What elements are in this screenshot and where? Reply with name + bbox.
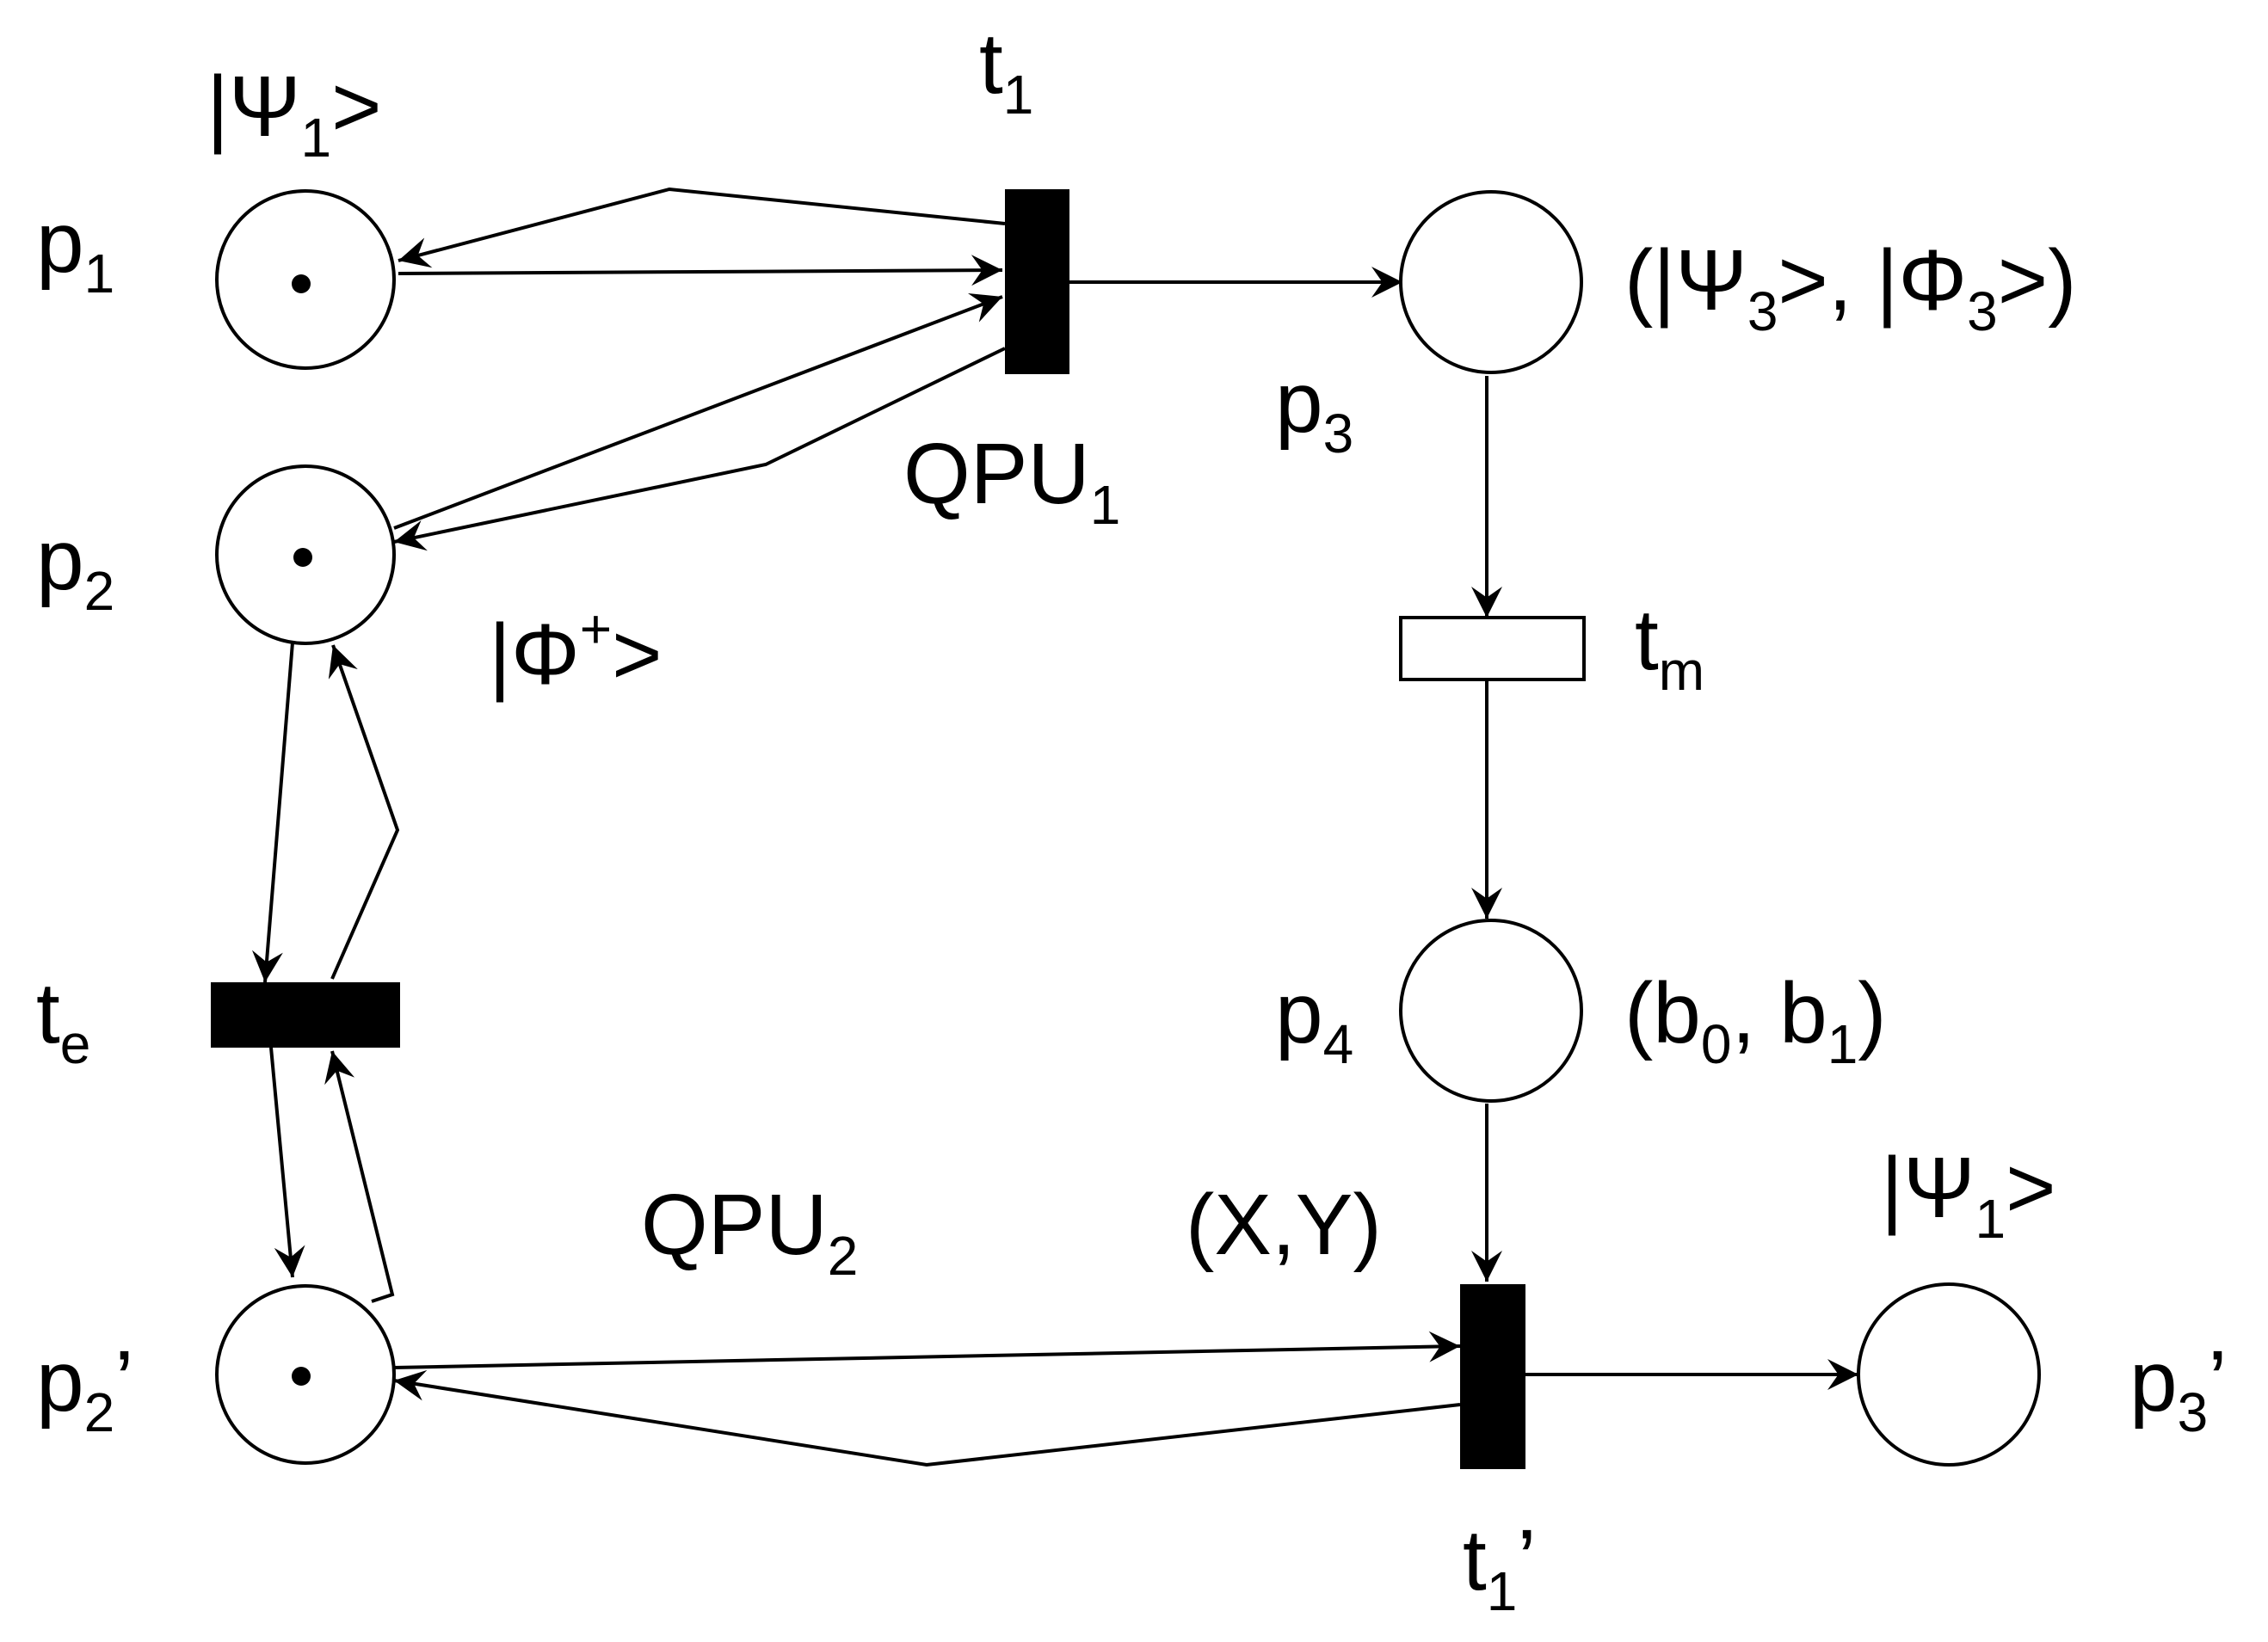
label-p4: p4 (1275, 965, 1353, 1075)
place-p3prime (1857, 1282, 2041, 1467)
token-icon (292, 274, 311, 293)
place-p2 (215, 464, 396, 645)
label-qpu1: QPU1 (903, 426, 1120, 536)
state-p4: (b0, b1) (1624, 965, 1887, 1075)
arc-p2-to-te (251, 642, 294, 983)
label-p2prime: p2’ (36, 1333, 133, 1443)
state-p1: |Ψ1> (206, 58, 382, 169)
arc-p2-to-t1 (393, 292, 1003, 530)
transition-tm (1399, 616, 1586, 681)
arc-p2prime-to-te (324, 1050, 395, 1303)
place-p2prime (215, 1284, 396, 1465)
state-p3: (|Ψ3>, |Φ3>) (1624, 232, 2076, 342)
label-p1: p1 (36, 194, 114, 304)
state-p3prime: |Ψ1> (1881, 1140, 2056, 1250)
arc-te-to-p2 (328, 644, 400, 980)
place-p1 (215, 189, 396, 370)
place-p4 (1399, 919, 1583, 1103)
arc-p2prime-to-t1prime (393, 1331, 1461, 1369)
label-p3: p3 (1275, 354, 1353, 464)
annotation-xy: (X,Y) (1186, 1177, 1382, 1273)
label-tm: tm (1635, 592, 1704, 702)
label-t1: t1 (979, 15, 1033, 126)
transition-t1prime (1460, 1284, 1525, 1469)
label-qpu2: QPU2 (641, 1177, 858, 1287)
token-icon (292, 1367, 311, 1386)
label-t1prime: t1’ (1463, 1512, 1537, 1622)
label-te: te (36, 965, 90, 1075)
place-p3 (1399, 190, 1583, 374)
arc-t1-to-p1 (398, 187, 1006, 268)
arc-t1prime-to-p2prime (393, 1369, 1461, 1467)
transition-t1 (1005, 189, 1069, 374)
token-icon (293, 548, 312, 567)
arc-te-to-p2prime (269, 1047, 305, 1278)
label-p2: p2 (36, 512, 114, 622)
arc-p1-to-t1 (398, 255, 1003, 286)
arc-t1-to-p2 (393, 347, 1006, 551)
state-p2: |Φ+> (489, 598, 663, 703)
transition-te (211, 982, 400, 1048)
label-p3prime: p3’ (2129, 1333, 2227, 1443)
